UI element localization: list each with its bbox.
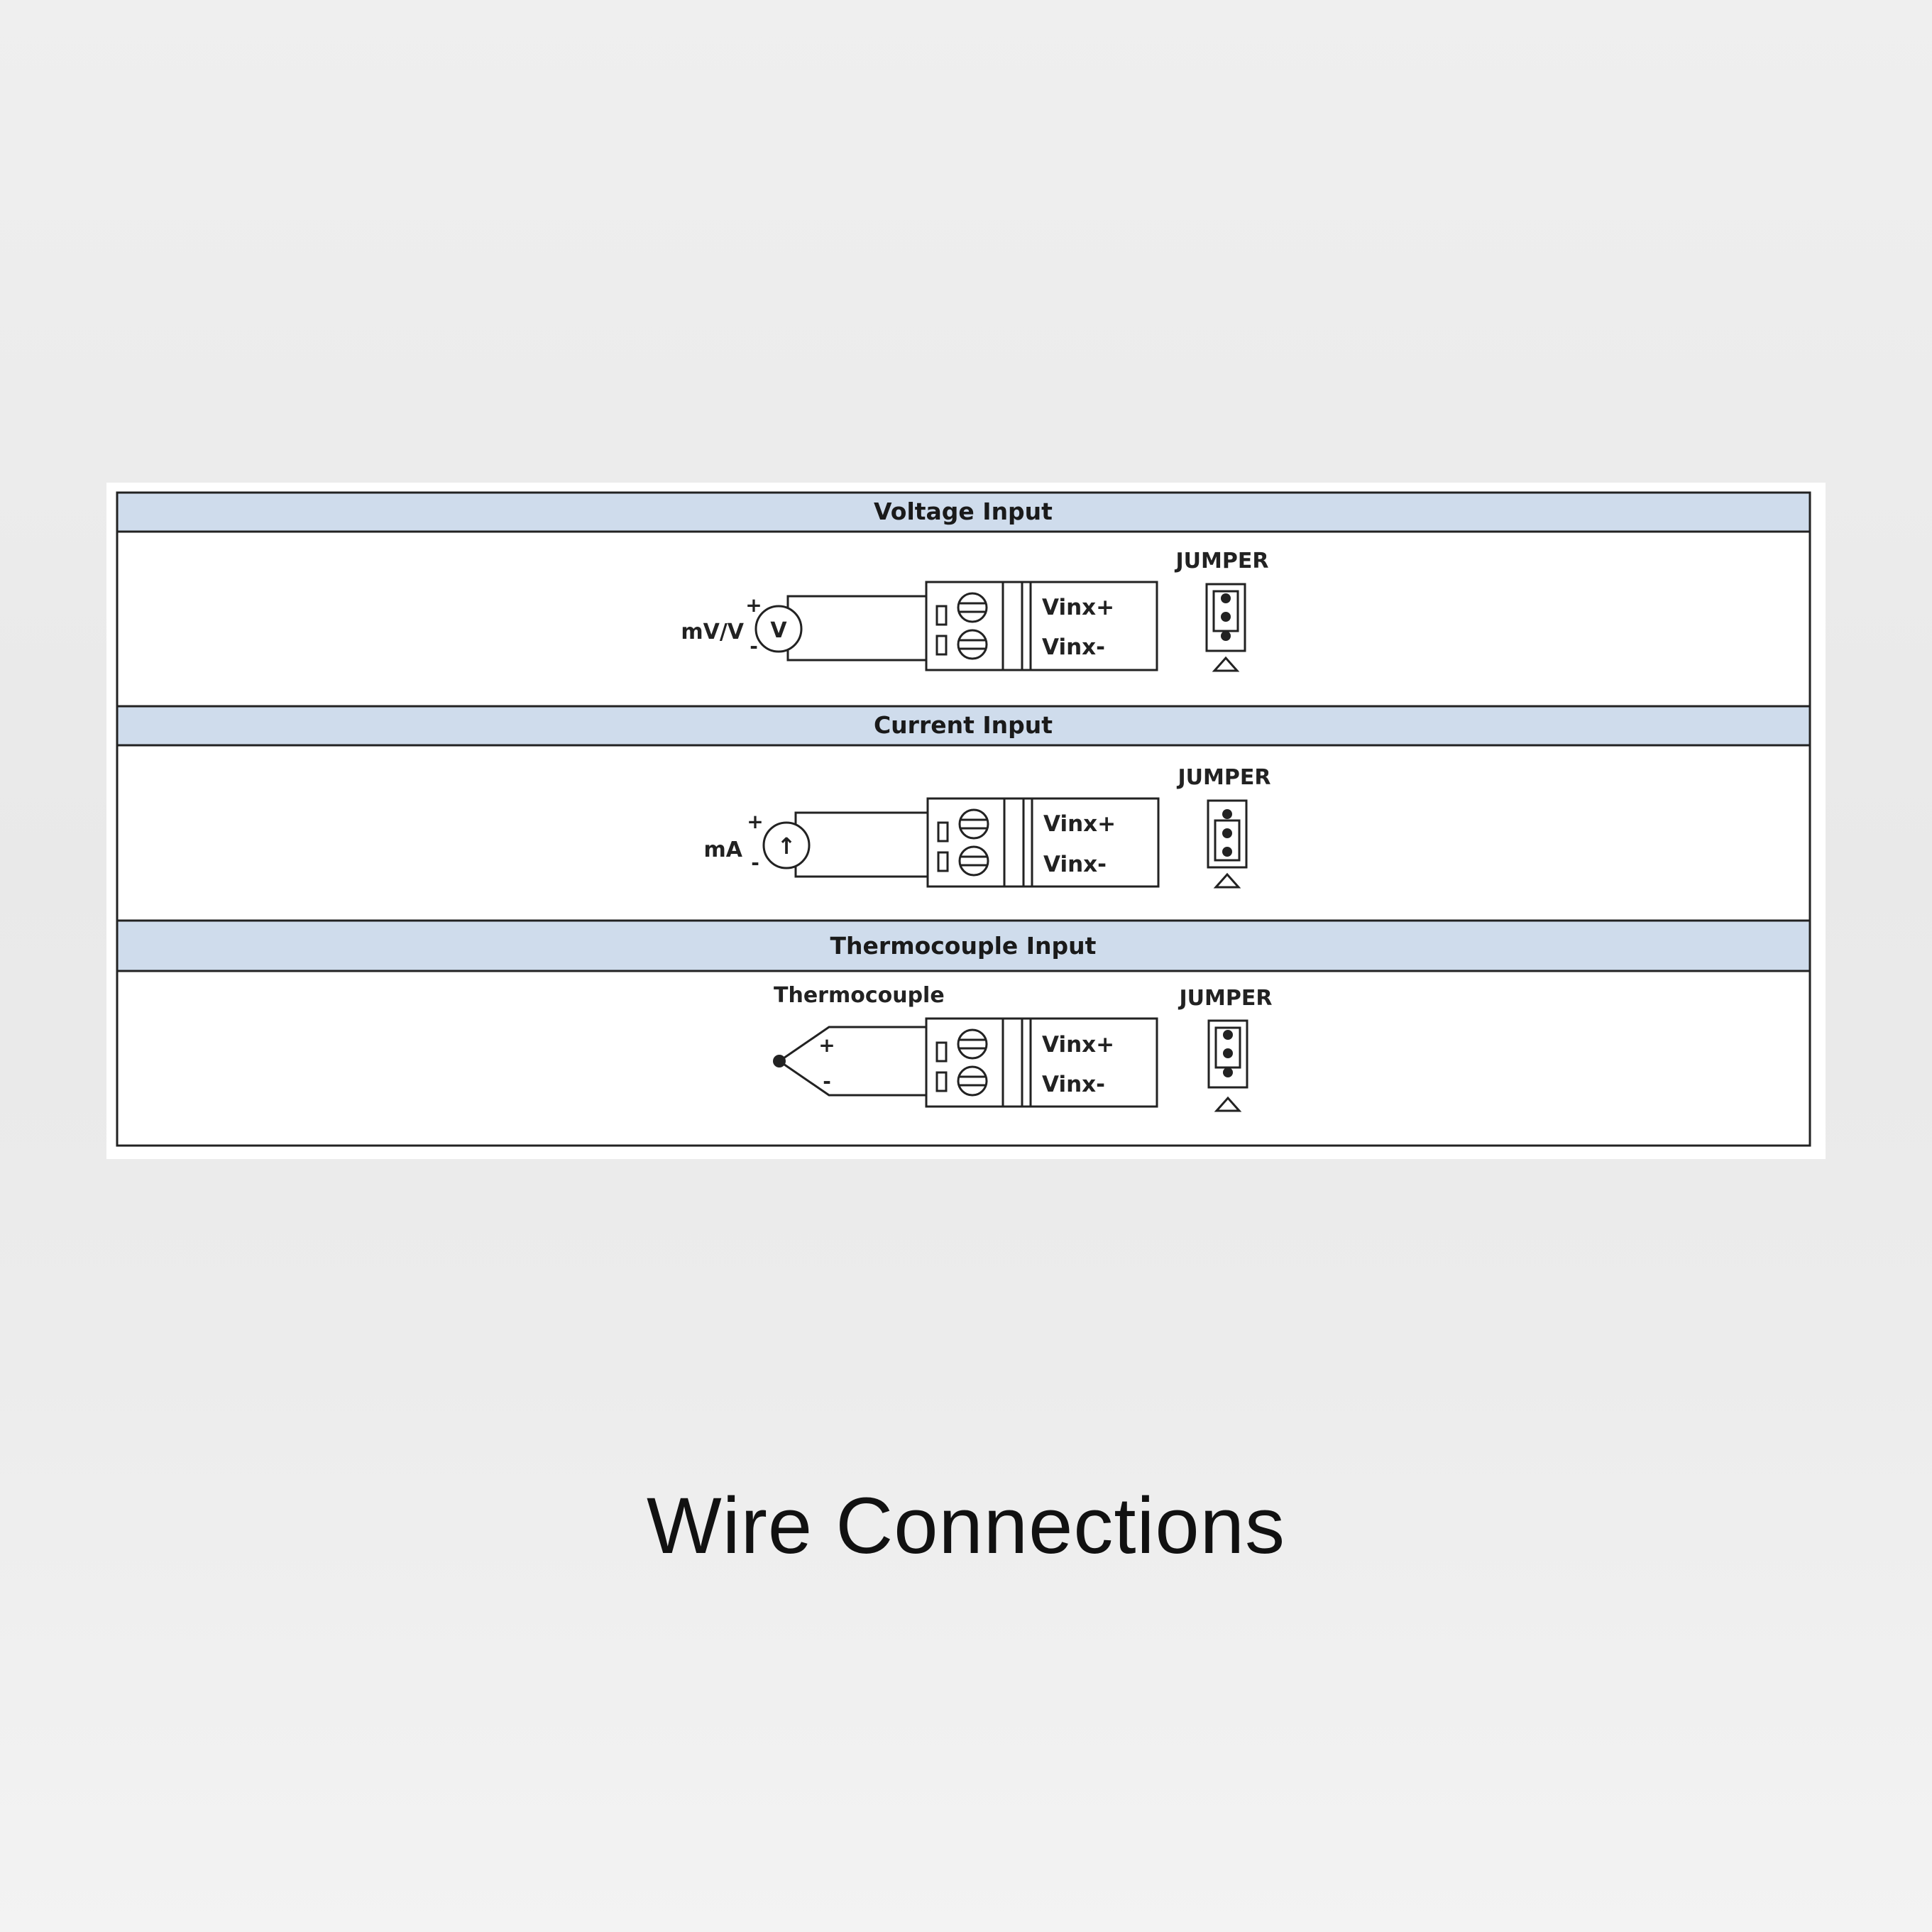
- thermocouple-wiring: [779, 1017, 1248, 1112]
- thermocouple-junction-dot: [773, 1055, 786, 1067]
- current-minus-sign: -: [751, 851, 759, 874]
- current-terminal-neg: Vinx-: [1043, 852, 1107, 877]
- voltage-minus-sign: -: [750, 635, 758, 658]
- thermocouple-jumper-label: JUMPER: [1178, 986, 1273, 1011]
- section-title-voltage: Voltage Input: [874, 498, 1053, 525]
- screw-icon: [958, 808, 989, 840]
- thermocouple-terminal-neg: Vinx-: [1042, 1072, 1105, 1097]
- jumper-arrow-icon: [1214, 1096, 1242, 1112]
- voltage-plus-sign: +: [745, 593, 762, 617]
- voltage-wire-plus: [786, 595, 926, 608]
- thermocouple-wire-minus: [779, 1060, 926, 1097]
- thermocouple-wire-plus: [779, 1026, 926, 1063]
- thermocouple-plus-sign: +: [818, 1033, 835, 1057]
- voltage-source-icon: [754, 605, 803, 653]
- current-terminal-pos: Vinx+: [1043, 811, 1116, 837]
- screw-icon: [957, 629, 988, 660]
- screw-icon: [957, 1065, 988, 1097]
- section-title-current: Current Input: [874, 711, 1053, 739]
- current-wire-minus: [794, 867, 928, 878]
- thermocouple-source-label: Thermocouple: [774, 983, 945, 1008]
- current-source-icon: [762, 821, 811, 869]
- voltage-source-symbol: V: [770, 618, 787, 643]
- section-header-current: [116, 705, 1811, 747]
- voltage-source-label: mV/V: [681, 620, 744, 644]
- current-source-label: mA: [704, 838, 743, 862]
- voltage-wire-minus: [786, 650, 926, 662]
- page-caption: Wire Connections: [647, 1481, 1285, 1570]
- jumper-arrow-icon: [1213, 872, 1241, 889]
- current-plus-sign: +: [747, 810, 763, 833]
- screw-icon: [957, 592, 988, 623]
- voltage-terminal-pos: Vinx+: [1042, 595, 1114, 620]
- jumper-arrow-icon: [1212, 656, 1240, 672]
- section-header-voltage: [116, 491, 1811, 533]
- current-wiring: [762, 797, 1248, 889]
- current-source-symbol: ↑: [777, 833, 796, 860]
- wiring-diagram: Voltage Input Current Input Thermocouple…: [106, 483, 1826, 1159]
- thermocouple-terminal-pos: Vinx+: [1042, 1032, 1114, 1058]
- section-title-thermocouple: Thermocouple Input: [830, 932, 1097, 960]
- thermocouple-minus-sign: -: [823, 1070, 831, 1093]
- voltage-terminal-neg: Vinx-: [1042, 635, 1105, 660]
- voltage-jumper-label: JUMPER: [1175, 549, 1269, 573]
- screw-icon: [958, 845, 989, 877]
- current-wire-plus: [794, 811, 928, 824]
- section-header-thermocouple: [116, 919, 1811, 972]
- screw-icon: [957, 1028, 988, 1060]
- current-jumper-label: JUMPER: [1177, 765, 1271, 790]
